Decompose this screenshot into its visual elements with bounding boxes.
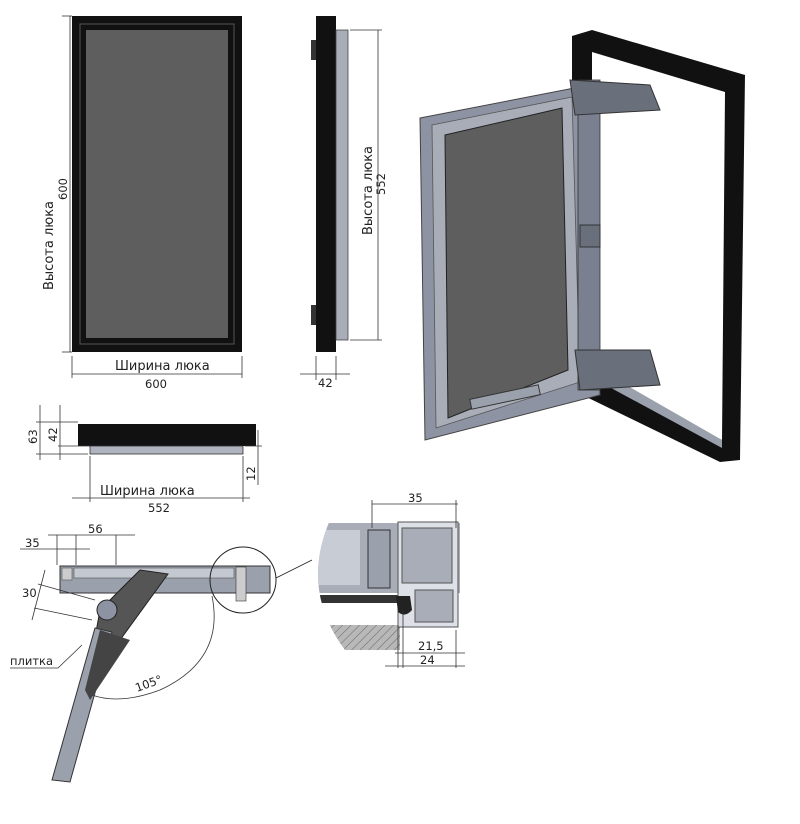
dim-inner: 21,5 xyxy=(418,639,444,653)
width-value: 600 xyxy=(145,377,167,391)
frame-depth: 42 xyxy=(46,427,60,442)
section-width-label: Ширина люка xyxy=(100,484,195,499)
detail-view: 35 21,5 24 xyxy=(318,491,465,668)
offset-a: 35 xyxy=(25,536,40,550)
dim-outer: 24 xyxy=(420,653,435,667)
profile-width: 35 xyxy=(408,491,423,505)
side-height-label: Высота люка xyxy=(361,146,376,235)
panel-offset: 12 xyxy=(244,466,258,481)
isometric-view xyxy=(419,30,745,462)
tile-thickness: 30 xyxy=(22,586,37,600)
top-section-view: 63 42 12 Ширина люка 552 xyxy=(26,405,262,515)
hinge-section-view: 35 56 30 плитка 105° xyxy=(10,522,313,783)
front-view: Высота люка 600 Ширина люка 600 xyxy=(42,15,243,391)
side-depth-value: 42 xyxy=(318,376,333,390)
width-label: Ширина люка xyxy=(115,359,210,374)
tile-label: плитка xyxy=(10,654,53,668)
side-height-value: 552 xyxy=(374,173,388,195)
opening-angle: 105° xyxy=(133,672,164,695)
height-value: 600 xyxy=(56,178,70,200)
height-label: Высота люка xyxy=(42,201,57,290)
section-width-value: 552 xyxy=(148,501,170,515)
hatch-panel xyxy=(86,30,228,338)
total-depth: 63 xyxy=(26,429,40,444)
offset-b: 56 xyxy=(88,522,103,536)
side-view: Высота люка 552 42 xyxy=(300,16,388,390)
